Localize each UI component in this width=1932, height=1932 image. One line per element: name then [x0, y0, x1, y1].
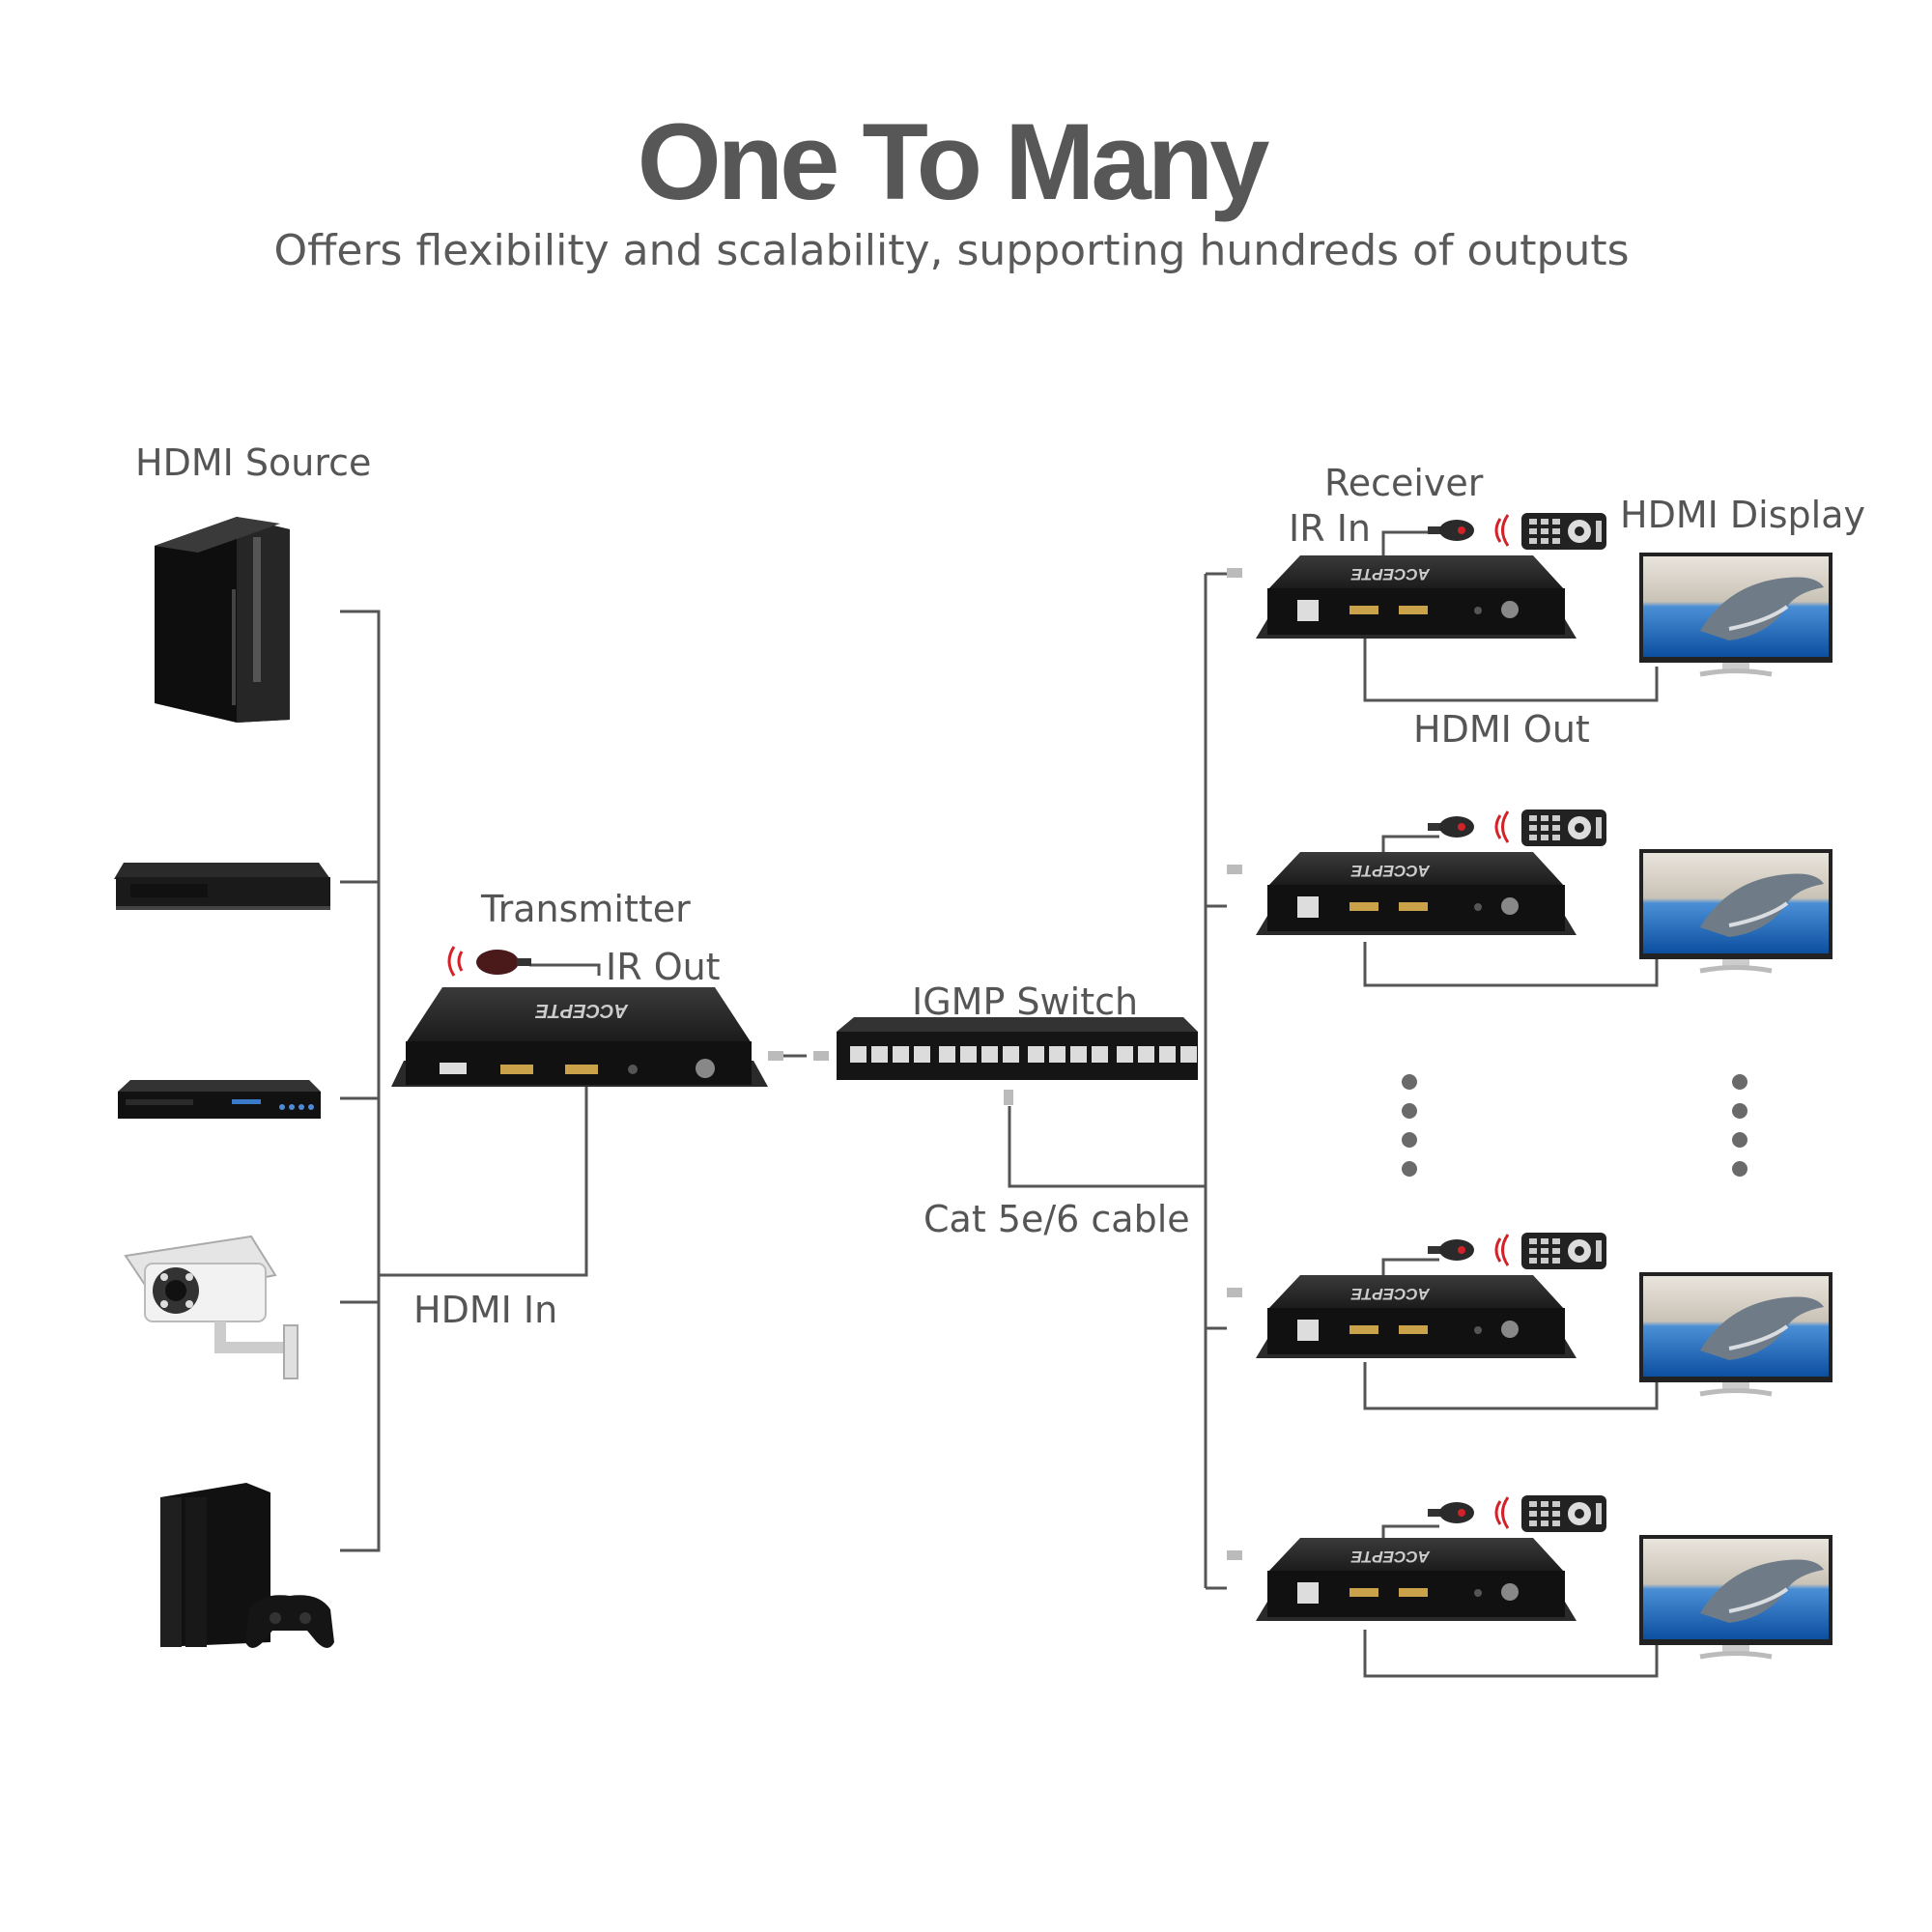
page-subtitle: Offers flexibility and scalability, supp… — [273, 226, 1630, 275]
hdmi-source-label: HDMI Source — [135, 441, 372, 484]
hdmi-display-icon — [1639, 849, 1833, 974]
receiver-unit: ACCEPTE — [1227, 810, 1833, 974]
ir-receiver-icon — [1428, 514, 1510, 547]
svg-text:ACCEPTE: ACCEPTE — [1350, 1548, 1431, 1566]
game-console-icon — [160, 1483, 334, 1648]
wiring — [340, 530, 1659, 1678]
remote-control-icon — [1521, 810, 1606, 846]
hdmi-display-icon — [1639, 1272, 1833, 1397]
hdmi-in-label: HDMI In — [413, 1289, 558, 1331]
receiver-unit: ACCEPTE — [1227, 513, 1833, 677]
ir-receiver-icon — [1428, 810, 1510, 843]
ir-receiver-icon — [1428, 1234, 1510, 1266]
remote-control-icon — [1521, 1495, 1606, 1532]
switch-port — [960, 1046, 977, 1063]
switch-port — [1159, 1046, 1176, 1063]
ir-in-label: IR In — [1289, 507, 1371, 550]
receivers-group: ACCEPTE — [1227, 513, 1833, 1660]
desktop-pc-icon — [155, 517, 290, 723]
switch-port — [1180, 1046, 1197, 1063]
switch-port — [893, 1046, 909, 1063]
switch-port — [850, 1046, 867, 1063]
transmitter-label: Transmitter — [481, 888, 691, 930]
switch-port — [1138, 1046, 1154, 1063]
switch-port — [1092, 1046, 1108, 1063]
ir-receiver-icon — [1428, 1496, 1510, 1529]
page-title: One To Many — [637, 101, 1270, 222]
switch-port — [1070, 1046, 1087, 1063]
switch-port — [871, 1046, 888, 1063]
remote-control-icon — [1521, 513, 1606, 550]
svg-text:ACCEPTE: ACCEPTE — [1350, 565, 1431, 583]
ir-emitter-icon — [447, 946, 531, 977]
hdmi-display-icon — [1639, 553, 1833, 677]
set-top-box-icon — [114, 863, 330, 910]
more-receivers-indicator — [1402, 1074, 1417, 1190]
transmitter-device: ACCEPTE — [391, 987, 768, 1087]
ir-out-label: IR Out — [606, 946, 721, 988]
switch-port — [1049, 1046, 1065, 1063]
receiver-unit: ACCEPTE — [1227, 1233, 1833, 1397]
svg-text:ACCEPTE: ACCEPTE — [1350, 862, 1431, 880]
svg-text:ACCEPTE: ACCEPTE — [535, 1000, 629, 1021]
switch-port — [1117, 1046, 1133, 1063]
receiver-device: ACCEPTE — [1227, 1275, 1577, 1358]
switch-port — [1003, 1046, 1019, 1063]
svg-text:ACCEPTE: ACCEPTE — [1350, 1285, 1431, 1303]
switch-port — [1028, 1046, 1044, 1063]
switch-port — [939, 1046, 955, 1063]
dvd-player-icon — [118, 1080, 321, 1119]
more-displays-indicator — [1732, 1074, 1747, 1190]
remote-control-icon — [1521, 1233, 1606, 1269]
igmp-switch-label: IGMP Switch — [912, 980, 1139, 1023]
security-camera-icon — [124, 1235, 298, 1379]
switch-port — [914, 1046, 930, 1063]
hdmi-display-label: HDMI Display — [1620, 494, 1865, 536]
switch-port — [981, 1046, 998, 1063]
igmp-switch-device — [768, 1017, 1198, 1105]
hdmi-display-icon — [1639, 1535, 1833, 1660]
receiver-device: ACCEPTE — [1227, 1538, 1577, 1621]
receiver-device: ACCEPTE — [1227, 852, 1577, 935]
hdmi-out-label: HDMI Out — [1413, 708, 1590, 751]
cat-cable-label: Cat 5e/6 cable — [923, 1198, 1190, 1240]
receiver-unit: ACCEPTE — [1227, 1495, 1833, 1660]
receiver-device: ACCEPTE — [1227, 555, 1577, 639]
receiver-label: Receiver — [1324, 462, 1484, 504]
